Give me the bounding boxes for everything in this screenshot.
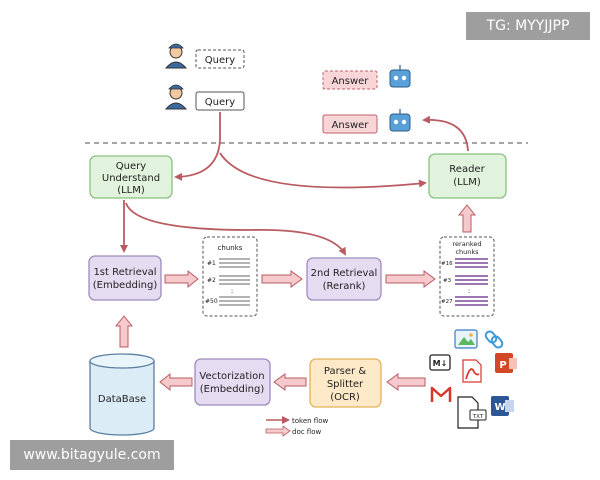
markdown-icon: M↓	[429, 354, 451, 371]
reranked-title-2: chunks	[455, 248, 479, 256]
watermark-tg: TG: MYYJJPP	[466, 12, 590, 40]
block-arrow-parser-to-vector	[273, 373, 307, 391]
answer-box-2	[322, 114, 378, 134]
reranked-label-27: #27	[441, 299, 453, 305]
robot-icon	[389, 109, 411, 132]
answer-label-2: Answer	[332, 120, 370, 131]
block-arrow-first-to-chunks	[164, 269, 199, 289]
query-label-1: Query	[205, 55, 235, 66]
reader-node	[428, 153, 507, 199]
user-icon	[164, 43, 188, 69]
parser-splitter-node	[309, 358, 382, 408]
word-icon-text: W	[494, 402, 505, 413]
chunk-lines-3	[219, 296, 250, 306]
query-box-1	[195, 49, 245, 69]
robot-icon	[389, 65, 411, 88]
reader-line-1: Reader	[449, 164, 485, 175]
chunk-label-ellipsis: :	[231, 287, 233, 295]
legend-doc-flow-arrow	[265, 425, 291, 437]
second-retrieval-line-1: 2nd Retrieval	[311, 268, 378, 279]
vectorization-node	[194, 358, 271, 406]
watermark-url: www.bitagyule.com	[10, 440, 174, 470]
vectorization-line-1: Vectorization	[199, 371, 264, 382]
markdown-icon-text: M↓	[433, 359, 448, 368]
second-retrieval-line-2: (Rerank)	[323, 281, 366, 292]
reranked-lines-1	[455, 258, 488, 268]
query-understand-line-3: (LLM)	[117, 185, 145, 196]
chunk-label-50: #50	[205, 298, 218, 305]
reranked-lines-3	[455, 296, 488, 306]
arrow-reader-to-answer	[422, 115, 469, 152]
reader-line-2: (LLM)	[453, 177, 481, 188]
legend-token-flow-label: token flow	[292, 417, 328, 425]
arrow-query-to-understand	[174, 112, 221, 181]
query-understand-line-1: Query	[116, 161, 146, 172]
txt-file-icon: TXT	[457, 396, 487, 429]
chunk-lines-2	[219, 275, 250, 285]
legend-doc-flow-label: doc flow	[292, 428, 321, 436]
arrow-understand-to-second	[125, 202, 347, 256]
query-label-2: Query	[205, 97, 235, 108]
block-arrow-db-to-first	[114, 315, 134, 348]
image-file-icon	[454, 329, 478, 349]
database-label: DataBase	[98, 394, 146, 405]
first-retrieval-node	[88, 255, 162, 301]
chunks-title: chunks	[218, 244, 243, 252]
first-retrieval-line-1: 1st Retrieval	[93, 267, 156, 278]
doc-flow-arrows	[114, 204, 477, 392]
txt-icon-text: TXT	[472, 414, 484, 420]
reranked-label-3: #3	[443, 278, 452, 284]
token-flow-arrows	[120, 112, 469, 256]
query-box-2	[195, 91, 245, 111]
pdf-icon	[462, 359, 482, 383]
answer-box-1	[322, 70, 378, 90]
user-icon	[164, 84, 188, 110]
block-arrow-second-to-reranked	[385, 270, 436, 288]
query-understand-node	[89, 155, 173, 199]
chunk-label-1: #1	[207, 260, 216, 267]
link-icon	[484, 330, 504, 349]
chunk-label-2: #2	[207, 277, 216, 284]
reranked-title-1: reranked	[453, 240, 482, 248]
answer-label-1: Answer	[332, 76, 370, 87]
reranked-lines-2	[455, 275, 488, 285]
query-understand-line-2: Understand	[102, 173, 160, 184]
parser-line-2: Splitter	[327, 379, 364, 390]
gmail-icon	[430, 386, 452, 402]
word-icon: W	[491, 396, 514, 416]
powerpoint-icon: P	[495, 353, 517, 373]
parser-line-1: Parser &	[324, 366, 366, 377]
chunk-lines-1	[219, 258, 250, 268]
block-arrow-chunks-to-second	[261, 270, 303, 288]
first-retrieval-line-2: (Embedding)	[93, 280, 158, 291]
powerpoint-icon-text: P	[499, 360, 506, 371]
reranked-label-ellipsis: :	[468, 287, 470, 295]
arrow-query-to-reader	[219, 152, 427, 189]
second-retrieval-node	[306, 257, 382, 301]
block-arrow-files-to-parser	[386, 373, 426, 391]
vectorization-line-2: (Embedding)	[200, 384, 265, 395]
parser-line-3: (OCR)	[330, 392, 360, 403]
block-arrow-vector-to-db	[159, 372, 193, 392]
reranked-label-16: #16	[441, 261, 453, 267]
database-cylinder	[89, 353, 155, 436]
block-arrow-reranked-to-reader	[457, 204, 477, 233]
